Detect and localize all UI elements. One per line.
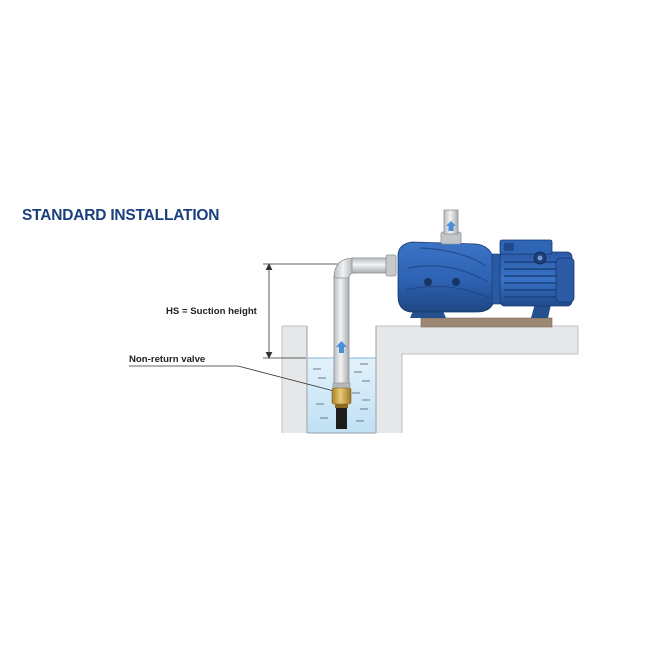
- discharge-pipe: [440, 209, 462, 245]
- suction-height-label: HS = Suction height: [166, 306, 257, 317]
- suction-height-dimension: [263, 263, 340, 359]
- pump-base: [420, 317, 553, 328]
- non-return-valve-label: Non-return valve: [129, 354, 206, 365]
- suction-flow-arrow: [336, 341, 347, 353]
- diagram-title: STANDARD INSTALLATION: [22, 207, 220, 224]
- pump: [397, 239, 575, 318]
- non-return-valve: [331, 382, 352, 429]
- discharge-flow-arrow: [446, 221, 456, 231]
- suction-pipe: [333, 254, 397, 385]
- well-water: [306, 326, 377, 434]
- valve-leader-diagonal: [237, 365, 335, 392]
